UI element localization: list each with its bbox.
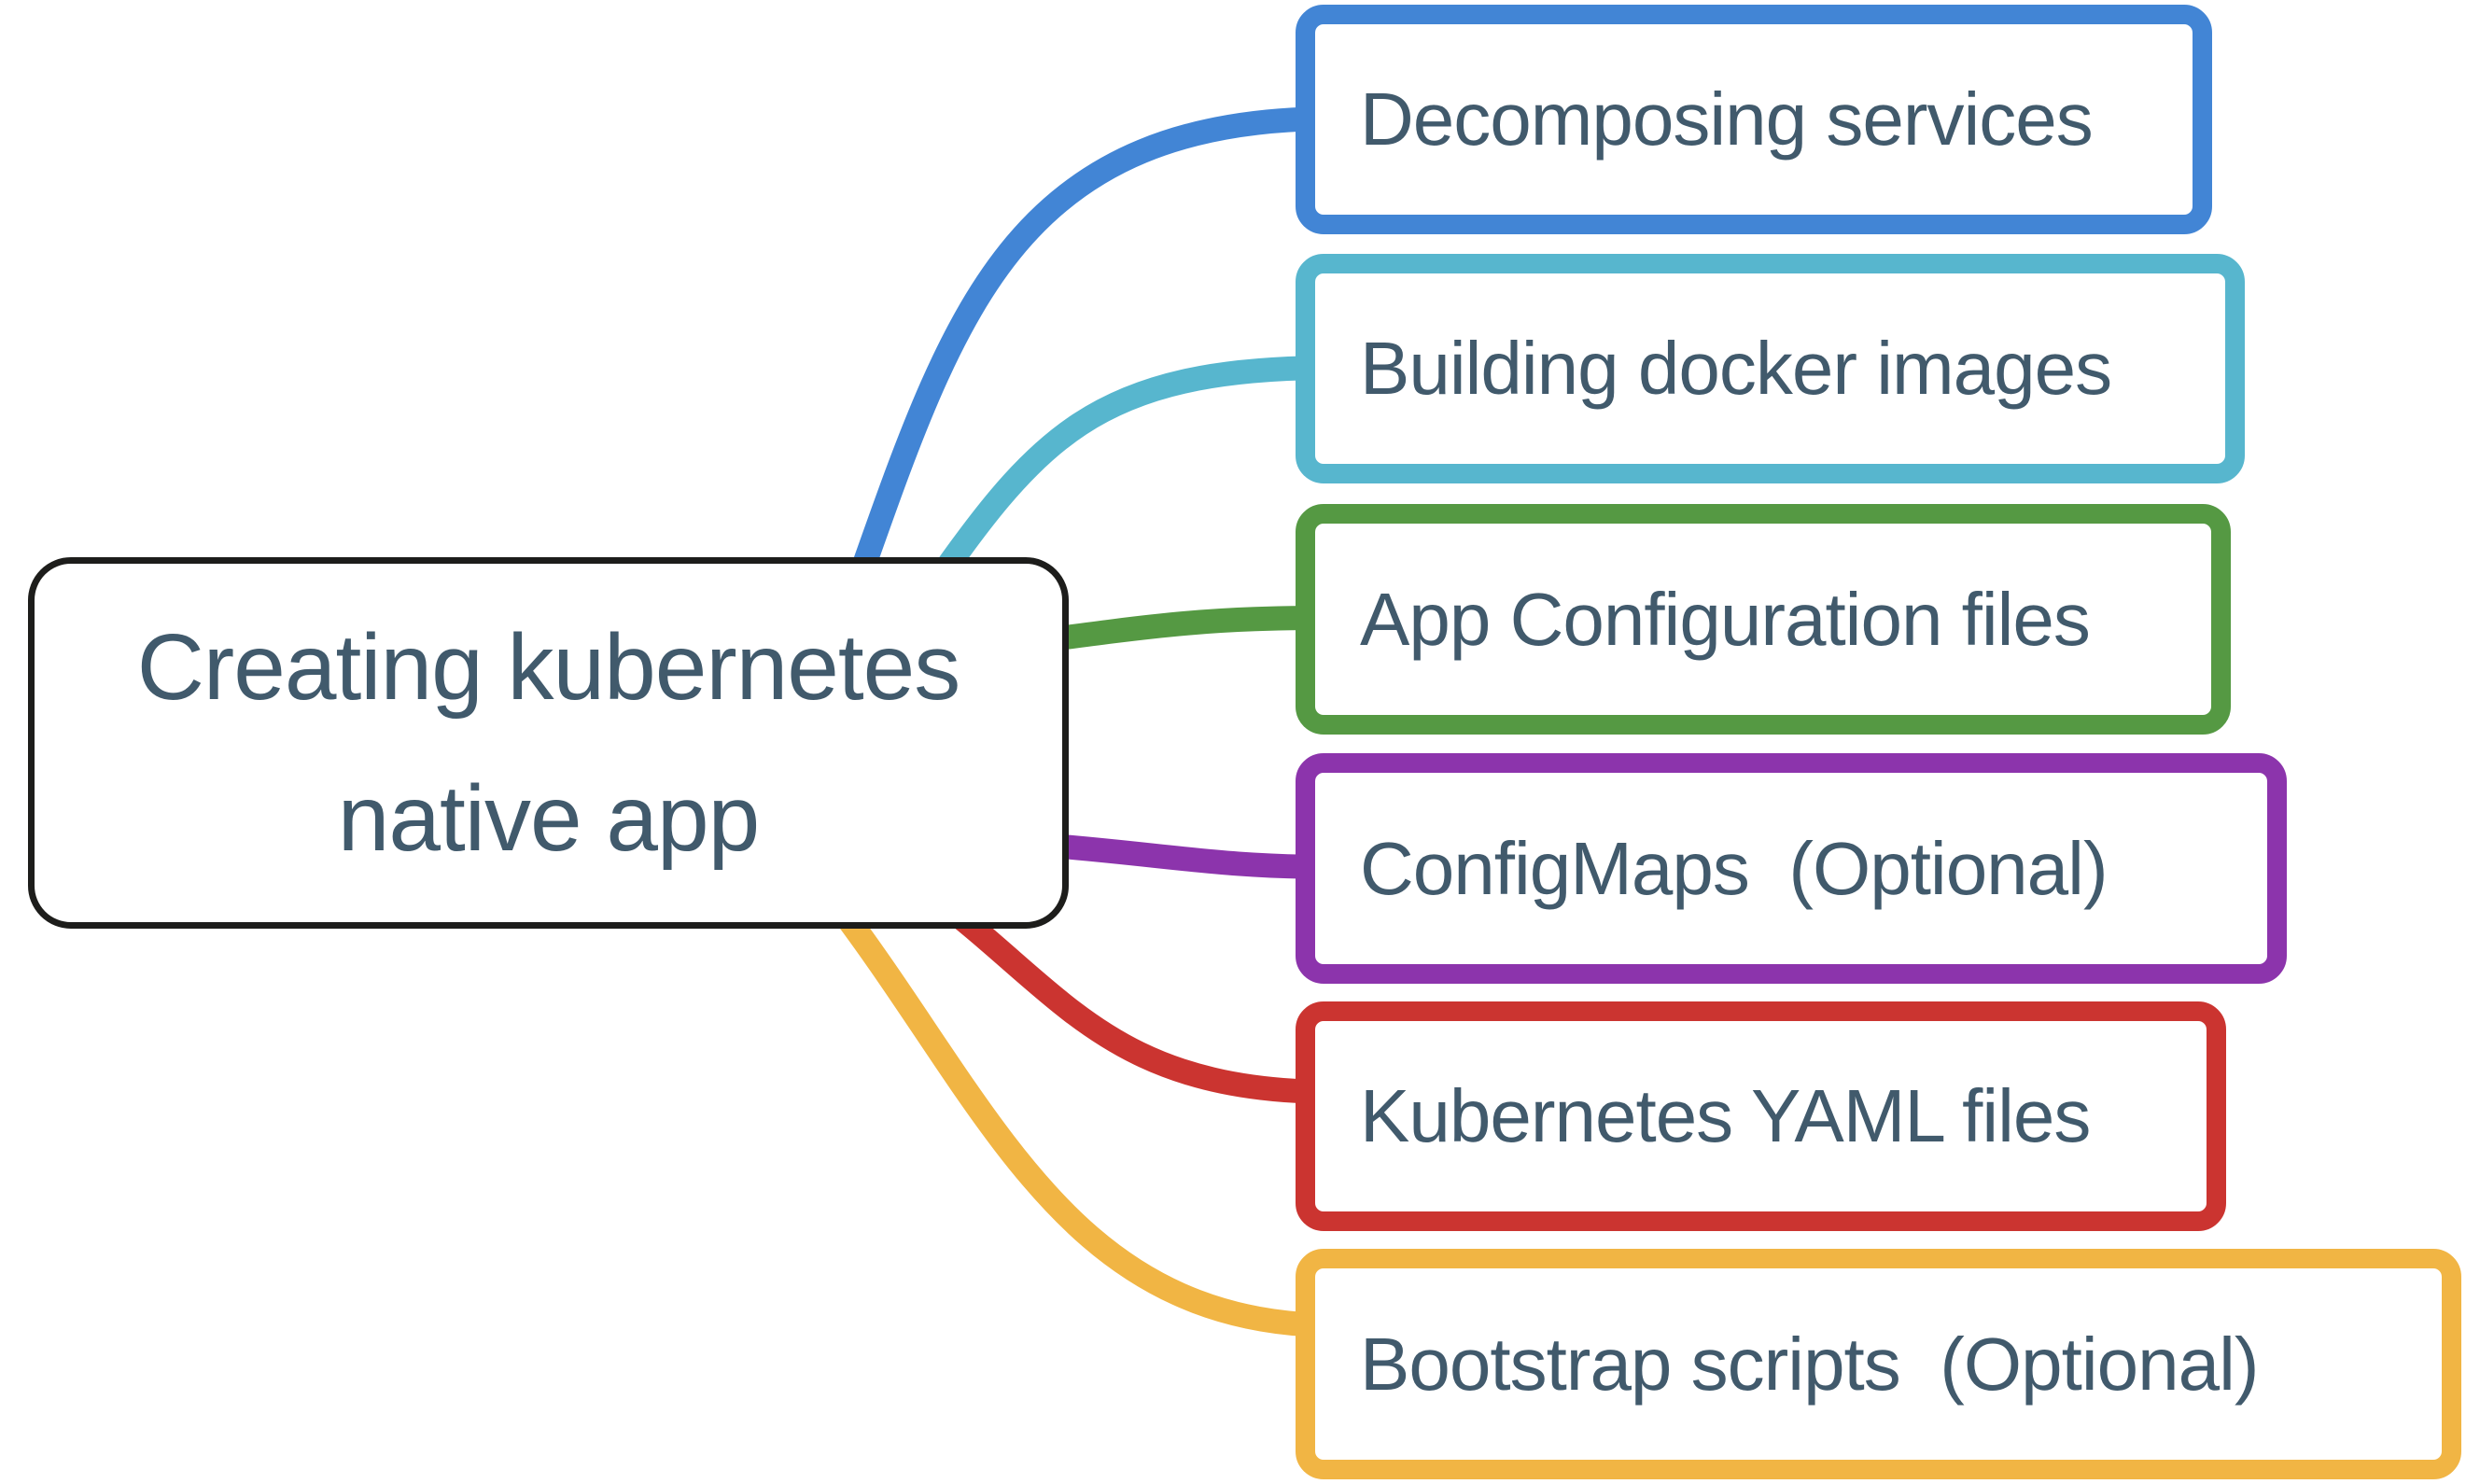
node-label: Decomposing services	[1360, 77, 2094, 161]
connector-building-docker-images	[907, 356, 1347, 619]
node-app-configuration-files[interactable]: App Configuration files	[1296, 504, 2231, 735]
root-node-creating-kubernetes-native-app[interactable]: Creating kubernetes native app	[28, 557, 1069, 929]
connector-kubernetes-yaml-files	[921, 884, 1347, 1104]
root-node-label: Creating kubernetes native app	[136, 592, 961, 894]
root-label-line1: Creating kubernetes	[136, 615, 961, 720]
connector-bootstrap-scripts	[819, 884, 1347, 1337]
connector-app-configuration-files	[1005, 606, 1347, 656]
node-label: Kubernetes YAML files	[1360, 1074, 2091, 1157]
node-building-docker-images[interactable]: Building docker images	[1296, 254, 2245, 483]
node-bootstrap-scripts-optional[interactable]: Bootstrap scripts (Optional)	[1296, 1249, 2461, 1479]
connector-configmaps	[1005, 831, 1347, 879]
node-label: Bootstrap scripts (Optional)	[1360, 1322, 2259, 1406]
connector-decomposing-services	[837, 106, 1347, 619]
node-label: App Configuration files	[1360, 577, 2091, 661]
node-decomposing-services[interactable]: Decomposing services	[1296, 5, 2212, 234]
node-label: ConfigMaps (Optional)	[1360, 826, 2109, 910]
node-configmaps-optional[interactable]: ConfigMaps (Optional)	[1296, 753, 2287, 984]
root-label-line2: native app	[337, 766, 760, 871]
node-label: Building docker images	[1360, 327, 2112, 410]
node-kubernetes-yaml-files[interactable]: Kubernetes YAML files	[1296, 1001, 2226, 1231]
